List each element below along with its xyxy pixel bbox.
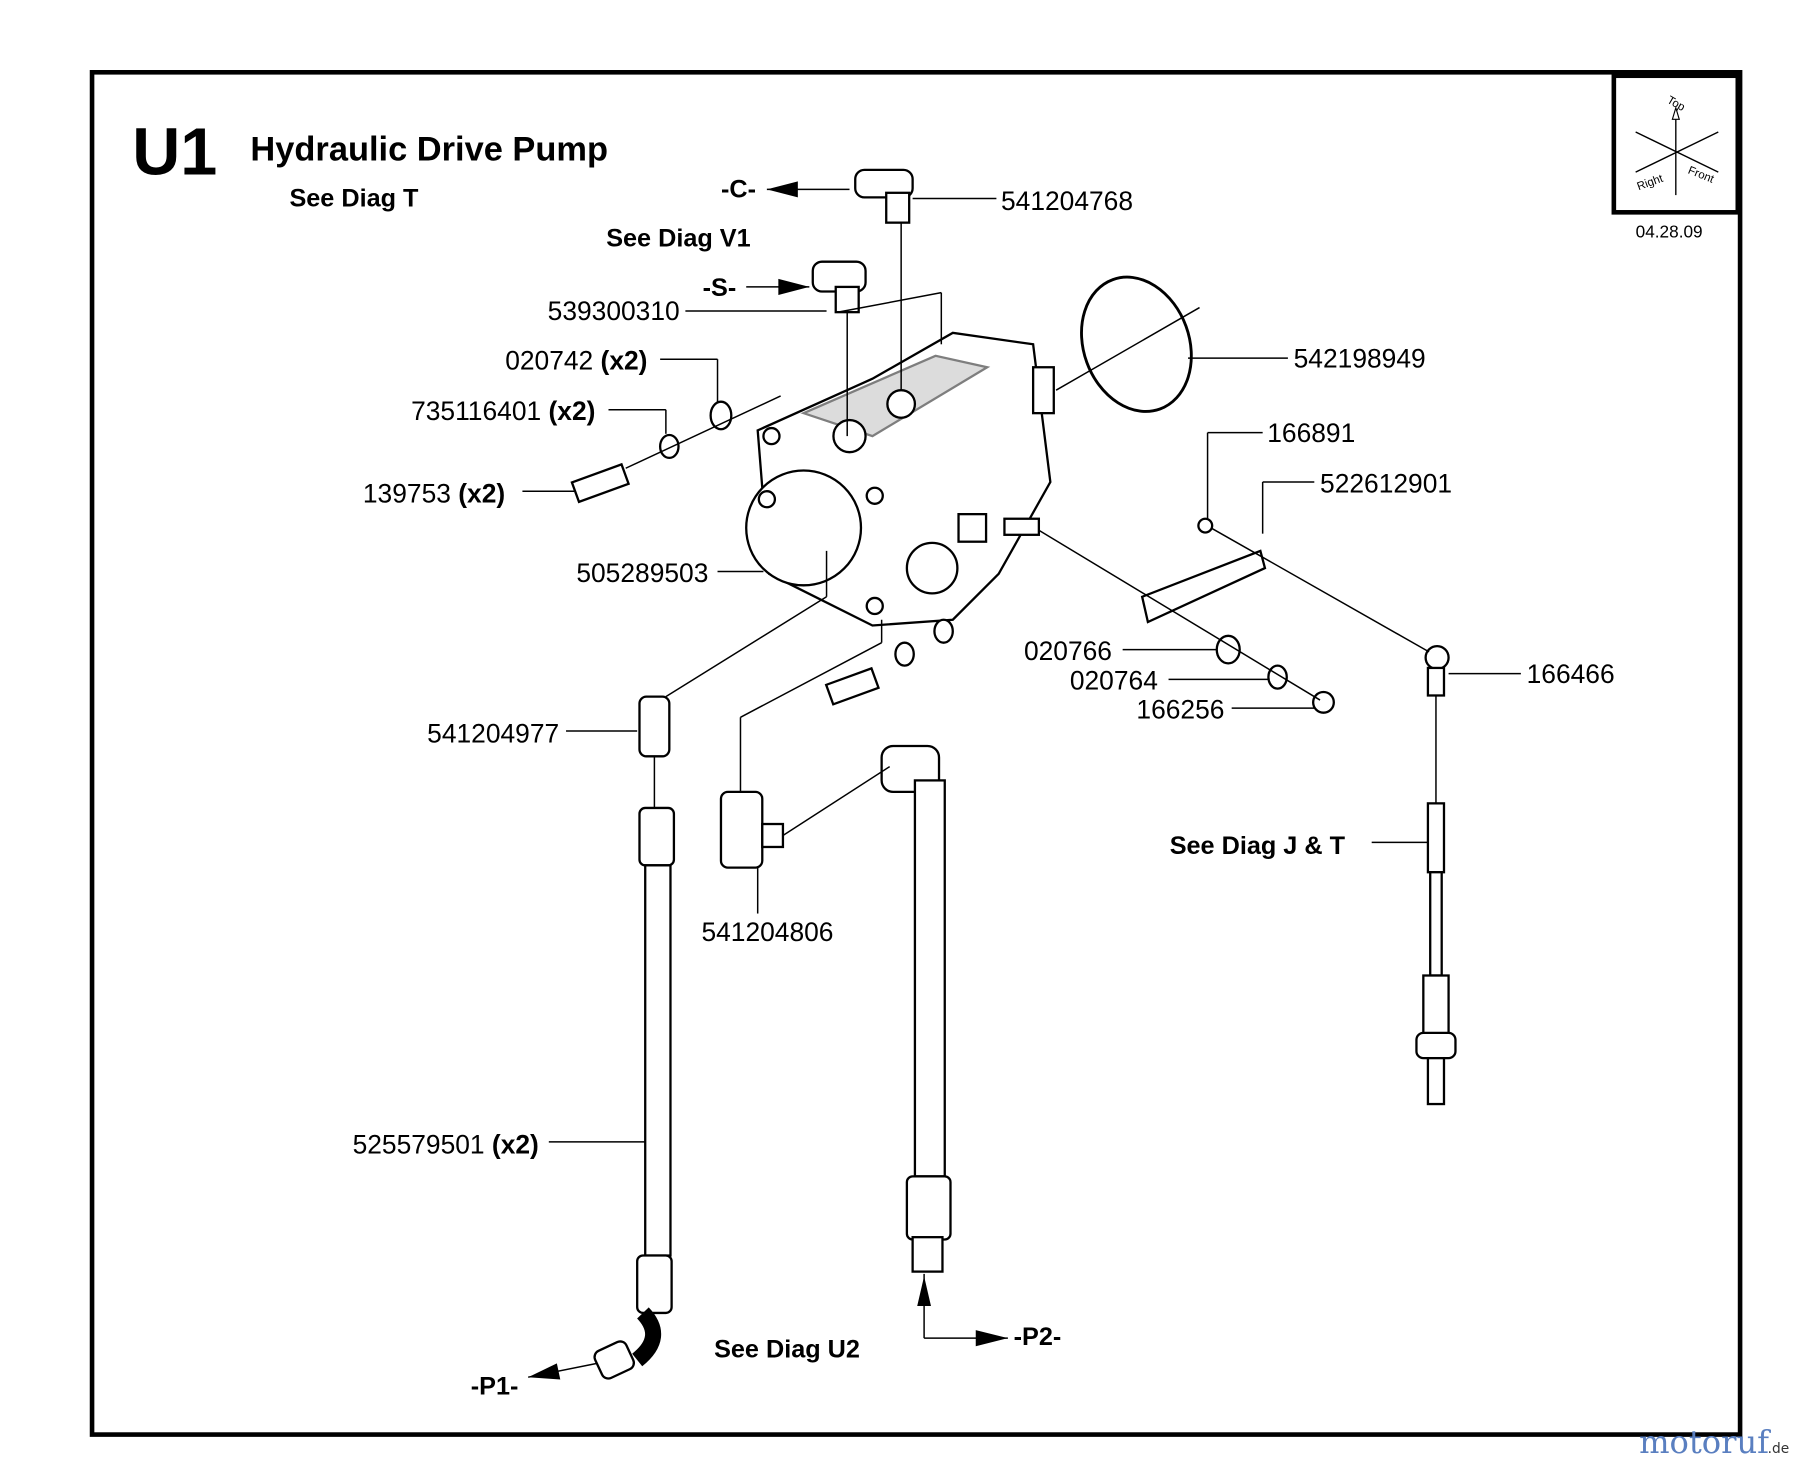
o-ring bbox=[1080, 275, 1193, 413]
part-label[interactable]: 020764 bbox=[1070, 666, 1158, 696]
port-s: -S- bbox=[703, 274, 737, 302]
leader-lines bbox=[522, 197, 1521, 1143]
diagram-title: Hydraulic Drive Pump bbox=[250, 131, 608, 169]
port-p1: -P1- bbox=[471, 1372, 519, 1400]
part-label[interactable]: 166891 bbox=[1267, 418, 1355, 448]
port-c: -C- bbox=[721, 175, 756, 203]
see-diag-v1[interactable]: See Diag V1 bbox=[606, 225, 750, 253]
port-arrows bbox=[528, 181, 1008, 1380]
part-label[interactable]: 735116401 (x2) bbox=[411, 396, 595, 426]
see-diag-u2[interactable]: See Diag U2 bbox=[714, 1336, 860, 1364]
part-label[interactable]: 020766 bbox=[1024, 636, 1112, 666]
compass-front: Front bbox=[1686, 165, 1716, 186]
part-label[interactable]: 166256 bbox=[1136, 694, 1224, 724]
port-p2: -P2- bbox=[1014, 1323, 1062, 1351]
svg-text:motoruf: motoruf bbox=[1639, 1423, 1771, 1461]
part-label[interactable]: 525579501 (x2) bbox=[353, 1129, 539, 1159]
part-label[interactable]: 166466 bbox=[1527, 659, 1615, 689]
part-label[interactable]: 020742 (x2) bbox=[505, 346, 647, 376]
svg-text:.de: .de bbox=[1768, 1441, 1790, 1457]
orientation-compass: Top Right Front bbox=[1611, 73, 1741, 215]
compass-top: Top bbox=[1665, 94, 1687, 114]
part-label[interactable]: 541204977 bbox=[427, 719, 559, 749]
part-label[interactable]: 139753 (x2) bbox=[363, 479, 505, 509]
compass-right: Right bbox=[1636, 173, 1666, 194]
diagram-date: 04.28.09 bbox=[1636, 222, 1703, 242]
diagram-code: U1 bbox=[132, 115, 217, 189]
part-labels: 541204768 539300310 542198949 020742 (x2… bbox=[353, 186, 1615, 1159]
pump-illustration bbox=[570, 168, 1457, 1380]
part-label[interactable]: 539300310 bbox=[548, 296, 680, 326]
see-diag-t[interactable]: See Diag T bbox=[289, 185, 419, 213]
part-label[interactable]: 542198949 bbox=[1294, 343, 1426, 373]
watermark-logo: motoruf .de bbox=[1639, 1423, 1789, 1461]
see-diag-jt[interactable]: See Diag J & T bbox=[1170, 832, 1346, 860]
part-label[interactable]: 541204768 bbox=[1001, 186, 1133, 216]
part-label[interactable]: 541204806 bbox=[701, 917, 833, 947]
part-label[interactable]: 522612901 bbox=[1320, 468, 1452, 498]
part-label[interactable]: 505289503 bbox=[576, 558, 708, 588]
diagram-frame bbox=[89, 70, 1743, 1437]
